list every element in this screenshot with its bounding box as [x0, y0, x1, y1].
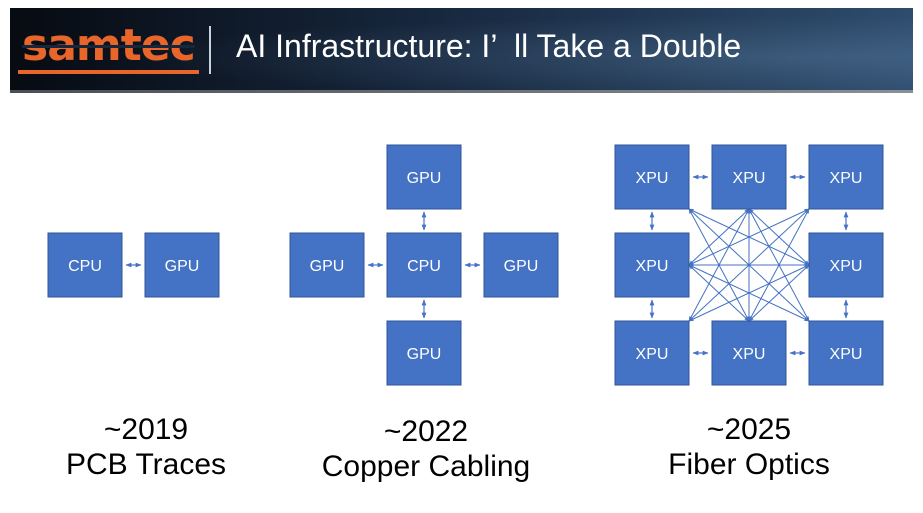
node-box: [386, 320, 462, 386]
node-box: [386, 232, 462, 298]
label-2022: ~2022 Copper Cabling: [290, 414, 562, 484]
node-label: XPU: [830, 346, 863, 363]
page-title: AI Infrastructure: I’ ll Take a Double: [236, 28, 742, 64]
caption-2022: Copper Cabling: [321, 450, 531, 483]
node-label: XPU: [636, 258, 669, 275]
node-label: GPU: [504, 258, 539, 275]
node-d2025-x21: XPU: [808, 232, 884, 298]
caption-2025: Fiber Optics: [668, 448, 830, 481]
node-label: GPU: [407, 170, 442, 187]
node-label: GPU: [407, 346, 442, 363]
node-box: [808, 320, 884, 386]
node-d2022-top: GPU: [386, 144, 462, 210]
node-d2019-cpu: CPU: [47, 232, 123, 298]
node-label: XPU: [636, 346, 669, 363]
node-label: XPU: [733, 346, 766, 363]
node-label: GPU: [310, 258, 345, 275]
node-label: XPU: [830, 170, 863, 187]
node-box: [614, 320, 690, 386]
node-d2025-x02: XPU: [614, 320, 690, 386]
mesh-link-15: [748, 264, 810, 322]
node-d2022-bottom: GPU: [386, 320, 462, 386]
label-2025: ~2025 Fiber Optics: [615, 412, 883, 482]
node-d2022-right: GPU: [483, 232, 559, 298]
node-d2019-gpu1: GPU: [144, 232, 220, 298]
node-box: [47, 232, 123, 298]
node-box: [386, 144, 462, 210]
node-d2025-x22: XPU: [808, 320, 884, 386]
node-box: [614, 232, 690, 298]
samtec-logo: samtec: [18, 20, 199, 74]
node-d2025-x10: XPU: [711, 144, 787, 210]
node-label: XPU: [733, 170, 766, 187]
node-box: [144, 232, 220, 298]
nodes-layer: CPU GPU GPU GPU CPU GPU GPU XPU XPU XPU XPU XPU XPU X…: [47, 144, 884, 386]
node-box: [808, 232, 884, 298]
label-2019: ~2019 PCB Traces: [48, 412, 244, 482]
links-layer: [125, 174, 849, 356]
node-box: [614, 144, 690, 210]
node-box: [808, 144, 884, 210]
node-label: GPU: [165, 258, 200, 275]
node-label: XPU: [830, 258, 863, 275]
header-divider: [209, 26, 211, 74]
node-box: [289, 232, 365, 298]
logo-wordmark: samtec: [18, 20, 199, 74]
node-d2022-left: GPU: [289, 232, 365, 298]
node-box: [483, 232, 559, 298]
node-box: [711, 320, 787, 386]
header-banner: [10, 8, 913, 90]
year-2025: ~2025: [706, 413, 792, 446]
year-2019: ~2019: [103, 413, 189, 446]
node-label: CPU: [68, 258, 102, 275]
header-underline: [10, 90, 913, 93]
node-d2025-x20: XPU: [808, 144, 884, 210]
caption-2019: PCB Traces: [65, 448, 227, 481]
node-label: XPU: [636, 170, 669, 187]
year-2022: ~2022: [383, 415, 469, 448]
node-d2025-x00: XPU: [614, 144, 690, 210]
node-d2025-x01: XPU: [614, 232, 690, 298]
node-d2022-cpu: CPU: [386, 232, 462, 298]
node-label: CPU: [407, 258, 441, 275]
node-box: [711, 144, 787, 210]
node-d2025-x12: XPU: [711, 320, 787, 386]
